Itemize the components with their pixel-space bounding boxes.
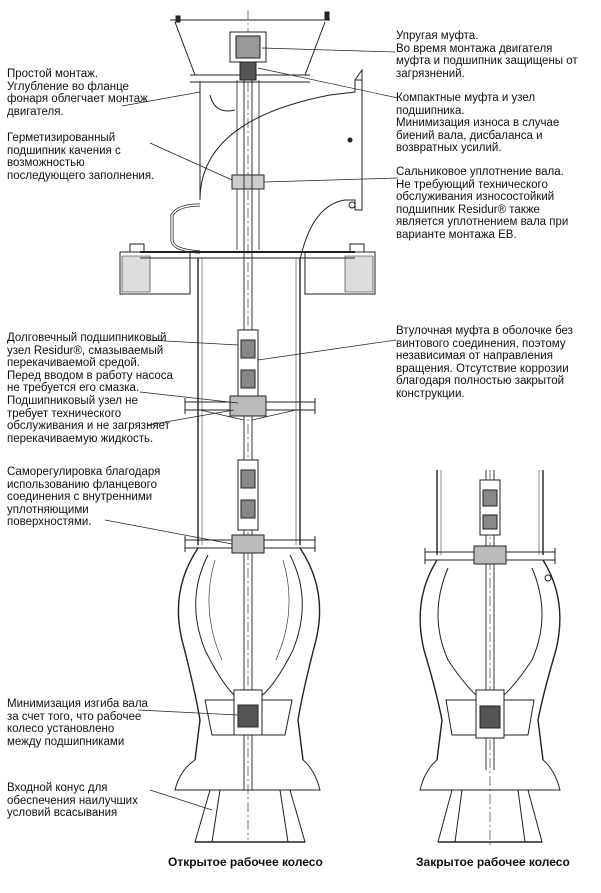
- motor-lantern: [170, 20, 330, 82]
- note-elastic-coupling: Упругая муфта.Во время монтажа двигателя…: [396, 30, 578, 80]
- diffuser-bowl: [178, 548, 319, 760]
- caption-open-impeller: Открытое рабочее колесо: [168, 855, 323, 869]
- pump-shaft: [244, 80, 252, 790]
- discharge-elbow: [200, 80, 362, 260]
- caption-closed-impeller: Закрытое рабочее колесо: [416, 855, 570, 869]
- note-gland-seal: Сальниковое уплотнение вала.Не требующий…: [396, 166, 569, 241]
- foundation-plate: [120, 244, 375, 294]
- main-pump-drawing: [120, 10, 375, 842]
- leader-lines: [105, 48, 398, 810]
- inlet-cone: [195, 790, 305, 842]
- closed-impeller-pump-drawing: [420, 470, 560, 845]
- lubrication-pipe: [172, 205, 200, 252]
